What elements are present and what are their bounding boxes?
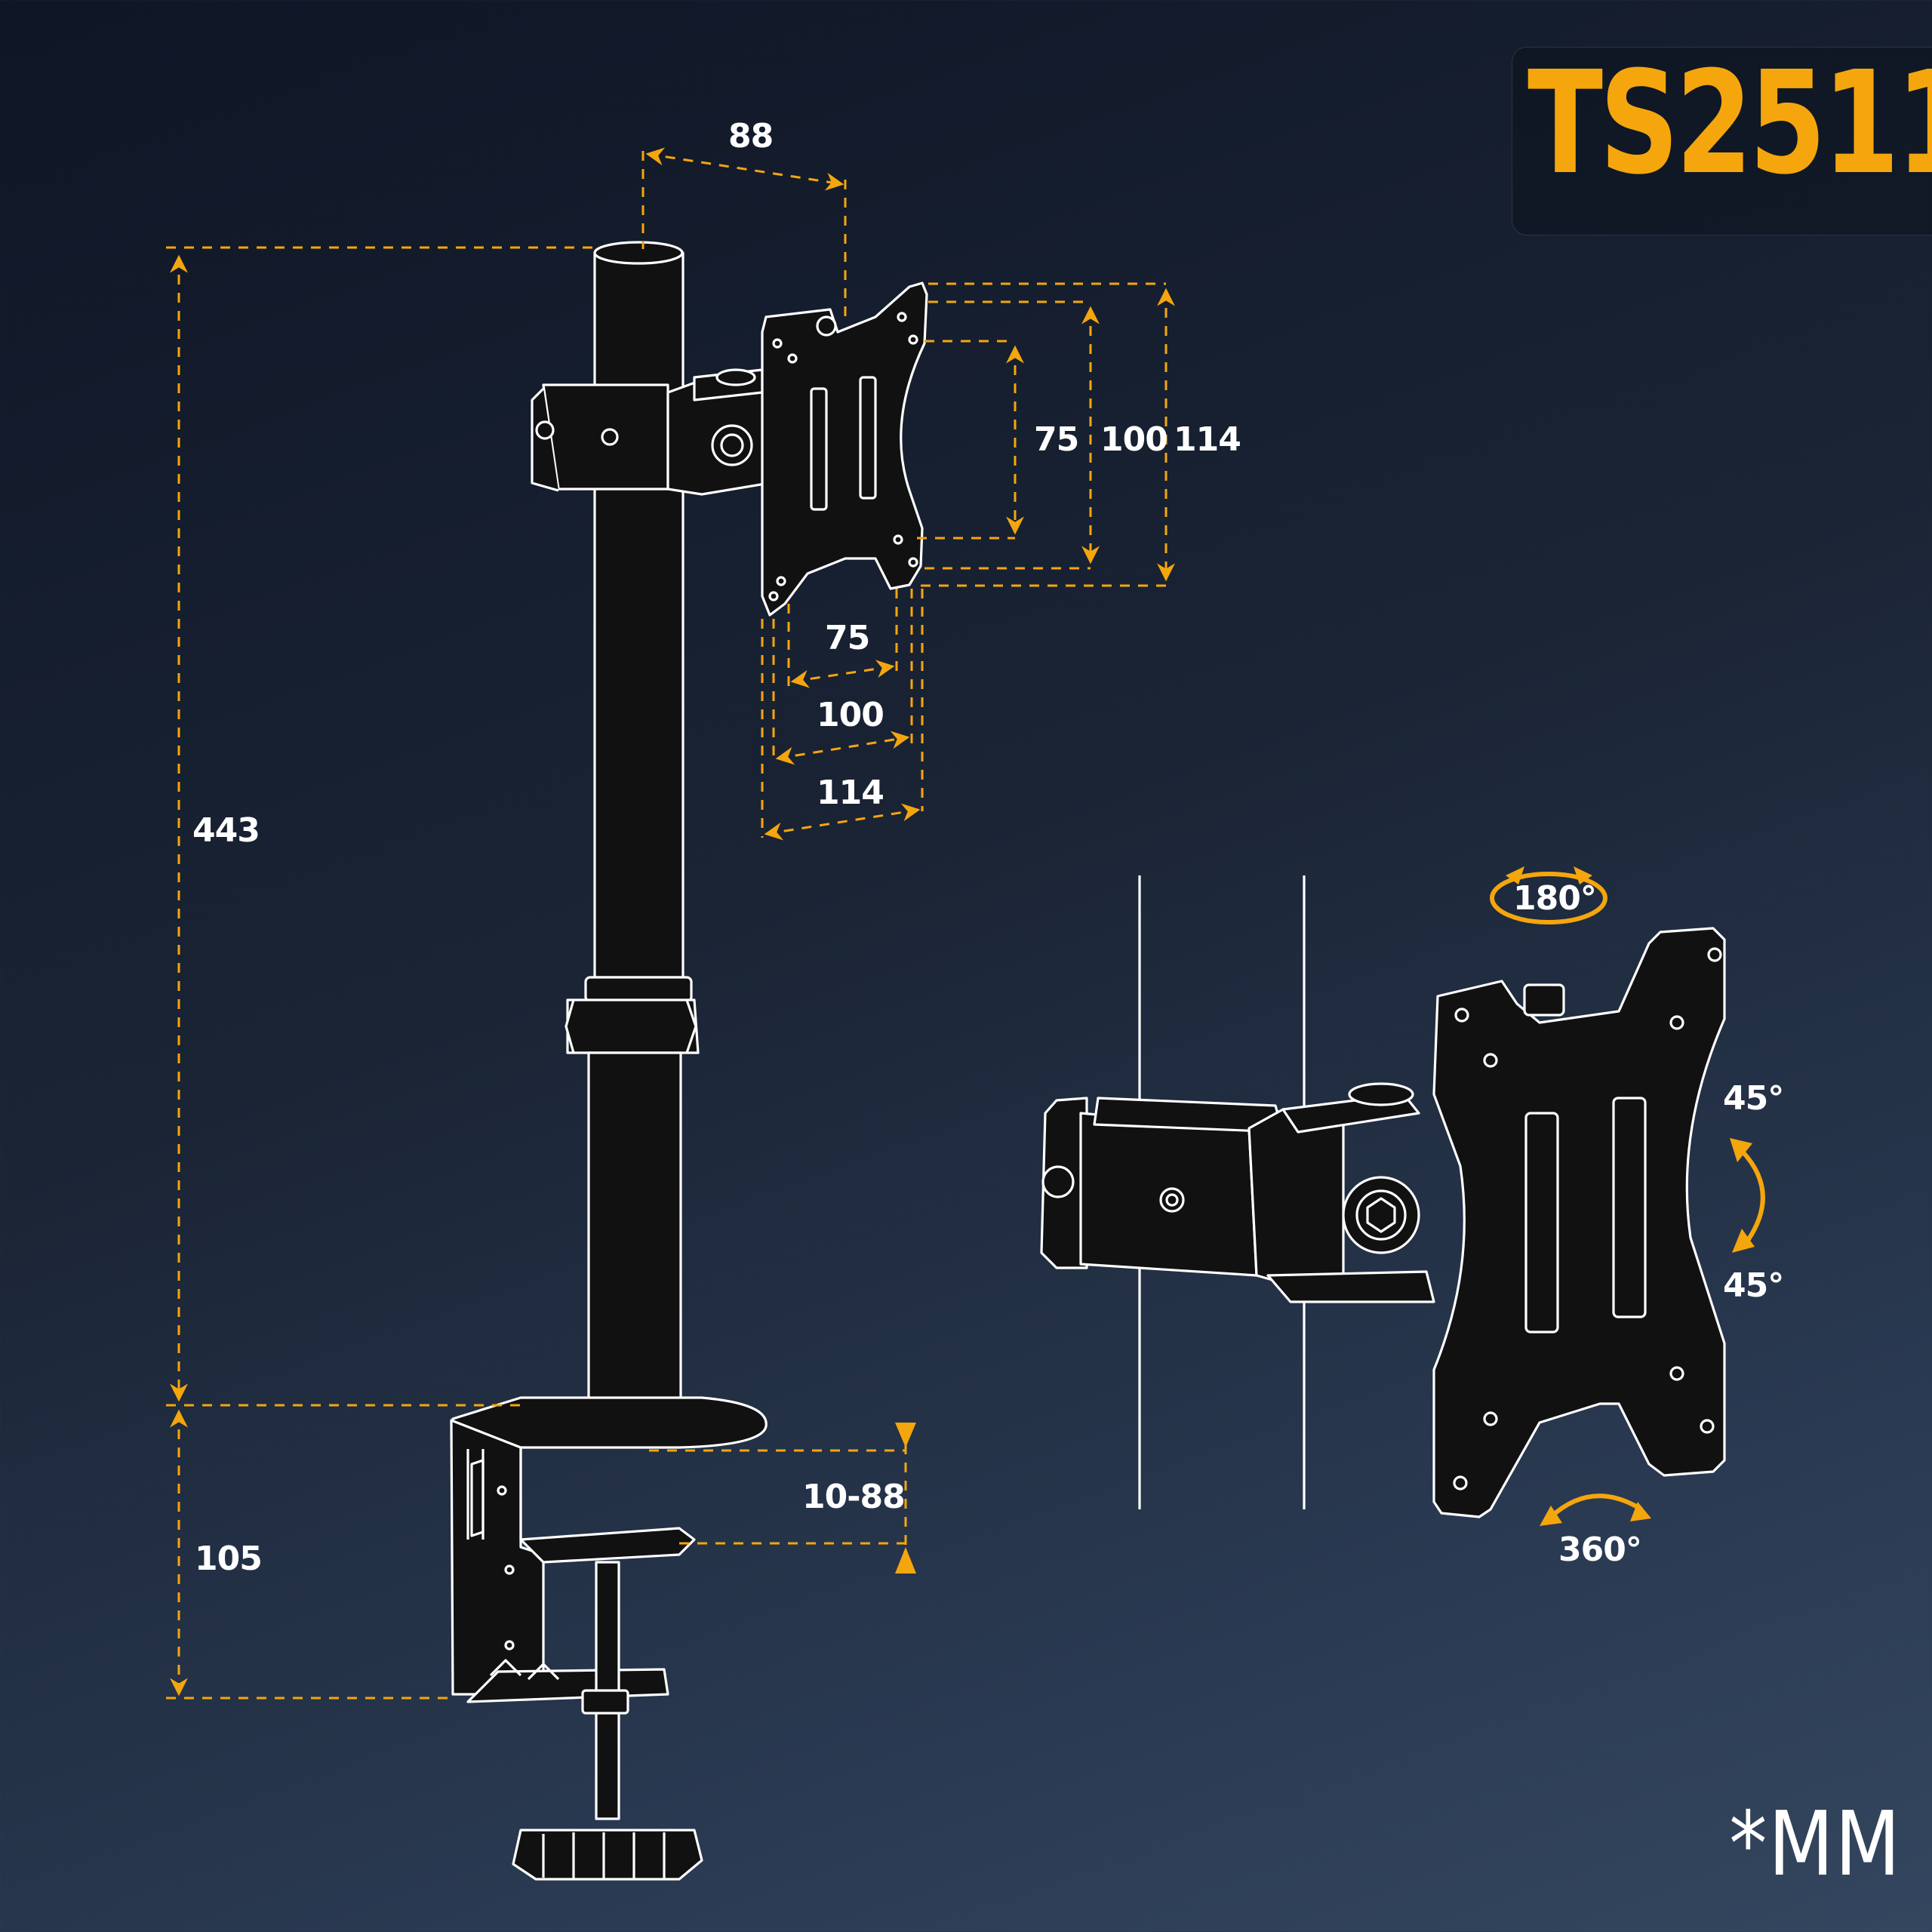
dimension-labels: 88 443 105 10-88 75 100 114 75 100 114 1…: [192, 117, 1784, 1578]
label-vesa-v-75: 75: [1034, 420, 1078, 459]
dimension-lines: [166, 147, 1175, 1700]
vesa-plate-small: [761, 281, 928, 617]
tilt-detail-drawing: [1040, 866, 1765, 1526]
label-vesa-h-75: 75: [825, 619, 869, 657]
pole-collar: [584, 976, 693, 1003]
base-disk: [451, 1396, 768, 1449]
label-tilt-up: 45°: [1723, 1079, 1783, 1118]
clamp-lower-jaw: [466, 1668, 669, 1703]
clamp-knob: [512, 1829, 703, 1881]
label-pole-height: 443: [192, 811, 260, 850]
monitor-arm-drawing: [450, 241, 928, 1881]
units-note: *MM: [1729, 1792, 1902, 1896]
rotate-arrow: [1549, 1494, 1643, 1519]
label-swivel: 180°: [1513, 879, 1596, 918]
pole-upper: [593, 251, 685, 979]
detail-collar: [1079, 1112, 1258, 1277]
label-arm-offset: 88: [728, 117, 773, 155]
pole-lower: [587, 1051, 682, 1420]
label-rotate: 360°: [1558, 1531, 1641, 1569]
model-number: TS2511: [1527, 41, 1932, 206]
vesa-plate-large: [1432, 927, 1726, 1518]
swivel-arrow: [1490, 872, 1607, 924]
label-clamp-range: 10-88: [802, 1478, 905, 1516]
tilt-arrow: [1740, 1149, 1765, 1243]
label-vesa-v-114: 114: [1174, 420, 1241, 459]
arm-collar: [542, 383, 669, 491]
height-knob: [566, 998, 700, 1054]
label-tilt-down: 45°: [1723, 1266, 1783, 1305]
clamp-top-pad: [519, 1527, 696, 1564]
label-vesa-h-114: 114: [817, 774, 884, 812]
label-vesa-v-100: 100: [1100, 420, 1168, 459]
clamp-body: [450, 1419, 545, 1696]
model-badge: [1512, 47, 1932, 235]
label-vesa-h-100: 100: [817, 696, 884, 734]
label-clamp-height: 105: [195, 1540, 262, 1578]
